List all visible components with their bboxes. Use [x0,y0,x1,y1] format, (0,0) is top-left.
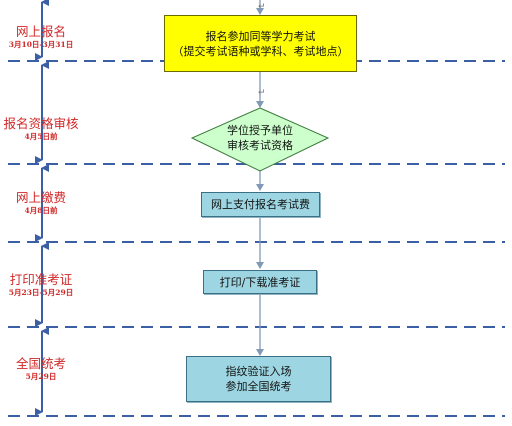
review-step-line2: 审核考试资格 [227,139,293,152]
stage-label-national-exam: 全国统考 5月29日 [0,356,82,382]
register-step-line1: 报名参加同等学力考试 [205,29,316,43]
stage-name: 全国统考 [15,356,66,371]
print-ticket-step-box: 打印/下载准考证 [203,270,317,294]
review-step-text: 学位授予单位 审核考试资格 [196,118,324,158]
stage-name: 网上缴费 [15,190,66,205]
stage-label-qualification-review: 报名资格审核 4月5日前 [0,116,82,142]
stage-date: 3月10日-3月31日 [8,40,74,49]
stage-date: 5月23日-5月29日 [8,288,74,297]
stage-label-online-registration: 网上报名 3月10日-3月31日 [0,24,82,50]
stage-label-online-payment: 网上缴费 4月8日前 [0,190,82,216]
exam-step-line1: 指纹验证入场 [225,365,292,378]
stage-label-print-admission-ticket: 打印准考证 5月23日-5月29日 [0,272,82,298]
print-ticket-step-text: 打印/下载准考证 [219,275,301,289]
return-mark: ↵ [258,88,266,98]
stage-date: 5月29日 [25,372,57,381]
exam-step-box: 指纹验证入场 参加全国统考 [186,356,331,402]
register-step-line2: （提交考试语种或学科、考试地点） [172,44,349,58]
stage-name: 报名资格审核 [3,116,79,131]
payment-step-text: 网上支付报名考试费 [211,198,310,211]
stage-name: 打印准考证 [9,272,73,287]
stage-date: 4月8日前 [24,206,58,215]
return-mark: ↵ [258,2,266,12]
exam-step-line2: 参加全国统考 [225,380,292,393]
review-step-line1: 学位授予单位 [227,124,293,137]
stage-date: 4月5日前 [24,132,58,141]
payment-step-box: 网上支付报名考试费 [201,192,320,217]
review-diamond [190,107,330,172]
register-step-box: 报名参加同等学力考试 （提交考试语种或学科、考试地点） [164,15,357,72]
stage-name: 网上报名 [15,24,66,39]
